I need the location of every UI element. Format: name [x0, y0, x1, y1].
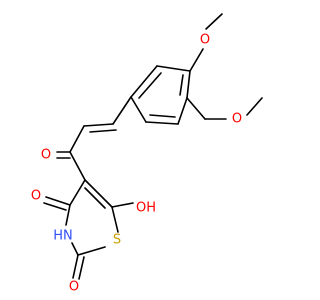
bond — [69, 179, 86, 206]
bond — [130, 65, 158, 98]
bond — [89, 129, 117, 133]
bond — [186, 97, 206, 120]
bond — [112, 96, 132, 125]
bond — [138, 72, 162, 99]
bond — [65, 204, 71, 226]
molecule-structure: O O O OH O HN S O — [0, 0, 300, 300]
bond — [69, 125, 85, 153]
sulfur-label: S — [113, 233, 121, 248]
bond — [69, 151, 86, 181]
bond — [77, 246, 106, 256]
bond — [156, 65, 191, 72]
bond — [130, 96, 147, 123]
bond — [83, 123, 114, 127]
bond — [78, 256, 85, 280]
atom-labels: O O O OH O HN S O — [31, 33, 242, 295]
bond — [149, 114, 176, 118]
bond — [84, 179, 113, 208]
bond — [71, 242, 79, 256]
bond — [45, 196, 71, 206]
bond — [189, 48, 204, 72]
bonds — [43, 13, 263, 280]
bond — [145, 121, 179, 125]
oxygen-ether-label: O — [232, 112, 242, 127]
bond — [111, 202, 134, 208]
bond — [205, 13, 223, 30]
bond — [72, 254, 79, 279]
bond — [177, 97, 188, 125]
oxygen-c2-label: O — [69, 280, 79, 295]
oxygen-methoxy-label: O — [200, 33, 210, 48]
bond — [84, 187, 106, 209]
bond — [111, 206, 119, 233]
oxygen-ketone-label: O — [41, 148, 51, 163]
bond — [179, 74, 184, 96]
nitrogen-nh-label: HN — [53, 229, 73, 244]
hydroxyl-label: OH — [136, 201, 156, 216]
bond — [186, 70, 191, 99]
canvas-background — [0, 0, 300, 300]
bond — [246, 97, 263, 116]
oxygen-c4-label: O — [31, 189, 41, 204]
bond — [43, 202, 67, 211]
